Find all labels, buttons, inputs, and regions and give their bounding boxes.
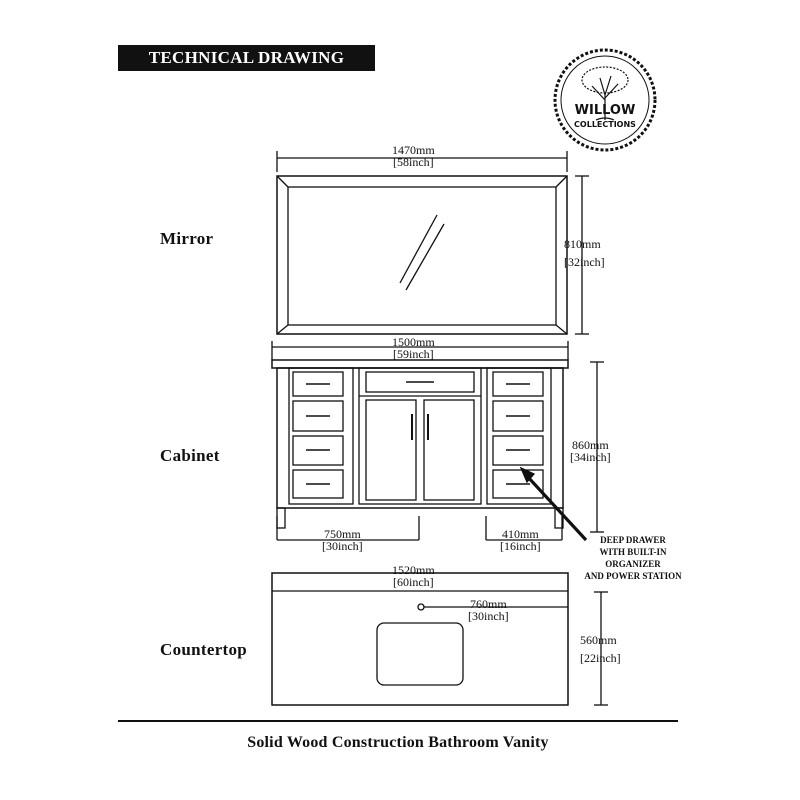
header-title: TECHNICAL DRAWING [118,45,375,71]
dim-counter-faucet: 760mm [30inch] [468,597,509,623]
dim-cabinet-width: 1500mm [59inch] [392,335,435,361]
label-cabinet: Cabinet [160,446,220,465]
mirror-drawing [276,151,589,335]
drawer-handles [306,381,530,485]
dim-counter-depth: 560mm [22inch] [580,633,621,665]
dim-cabinet-left: 750mm [30inch] [322,527,363,553]
dim-mirror-width: 1470mm [58inch] [392,143,435,169]
tree-icon [581,66,629,121]
dim-cabinet-height: 860mm [34inch] [570,438,611,464]
dim-cabinet-right: 410mm [16inch] [500,527,541,553]
label-countertop: Countertop [160,640,248,659]
dim-mirror-height: 810mm [32inch] [564,237,605,269]
label-mirror: Mirror [160,229,214,248]
logo-line2: COLLECTIONS [574,120,636,129]
callout-arrowhead [519,466,536,484]
footer-divider [118,720,678,722]
logo-line1: WILLOW [575,103,636,118]
deep-drawer-callout: DEEP DRAWER WITH BUILT-IN ORGANIZER AND … [584,535,682,581]
cabinet-drawing [271,341,604,542]
footer-title: Solid Wood Construction Bathroom Vanity [247,734,549,751]
countertop-drawing [271,572,608,706]
logo-badge [553,48,657,152]
dim-counter-width: 1520mm [60inch] [392,563,435,589]
